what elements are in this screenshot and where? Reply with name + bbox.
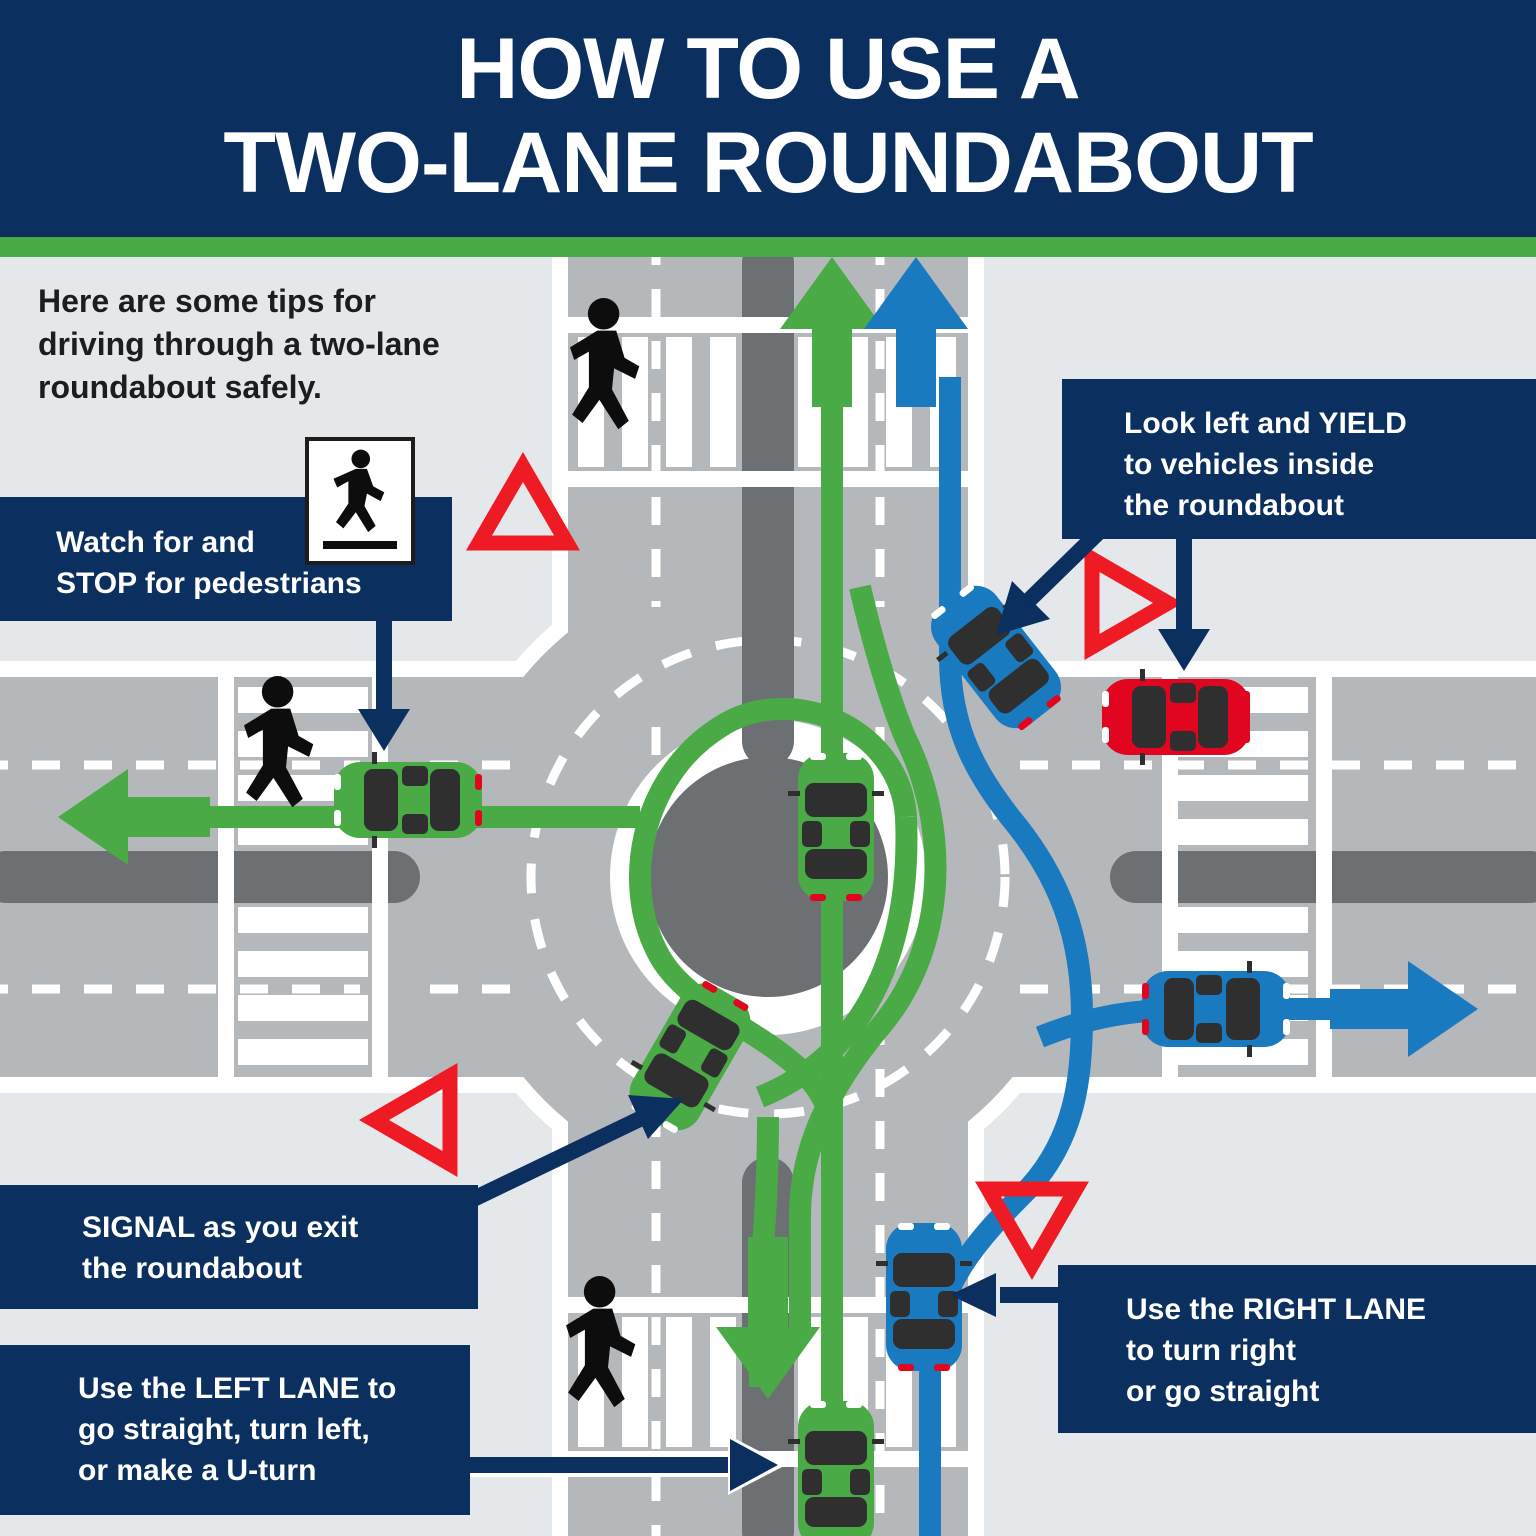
car-green-west-exit xyxy=(334,752,482,848)
green-arrowheads xyxy=(58,257,884,1399)
callout-look-left-yield: Look left and YIELD to vehicles inside t… xyxy=(1062,379,1536,539)
green-arrow-south xyxy=(716,1237,820,1399)
car-green-south-approach xyxy=(788,1401,884,1536)
green-arrow-north xyxy=(780,257,884,407)
callout-watch-pedestrians-label: Watch for and STOP for pedestrians xyxy=(56,526,362,600)
page-title: HOW TO USE A TWO-LANE ROUNDABOUT xyxy=(0,22,1536,210)
callout-arrow-yield-diagonal xyxy=(1014,521,1110,615)
splitter-island-west xyxy=(0,851,420,903)
yield-triangle-left xyxy=(359,1062,458,1178)
car-green-north-approach xyxy=(788,753,884,901)
callout-right-lane-label: Use the RIGHT LANE to turn right or go s… xyxy=(1126,1293,1427,1408)
splitter-island-north xyxy=(742,257,794,767)
callout-left-lane-label: Use the LEFT LANE to go straight, turn l… xyxy=(78,1372,397,1487)
callout-arrow-left-lane xyxy=(432,1435,786,1495)
car-blue-south-approach xyxy=(876,1223,972,1371)
header-banner: HOW TO USE A TWO-LANE ROUNDABOUT xyxy=(0,0,1536,237)
yield-triangle-down xyxy=(974,1181,1090,1280)
blue-arrow-east xyxy=(1330,961,1478,1057)
roundabout-diagram xyxy=(0,257,1536,1536)
car-blue-east-exit xyxy=(1142,961,1290,1057)
yield-triangle-up xyxy=(465,452,581,551)
pedestrian-north-crosswalk xyxy=(570,298,640,430)
page-title-line1: HOW TO USE A xyxy=(456,21,1080,117)
blue-arrowheads xyxy=(864,257,1478,1057)
callout-arrow-yield-vertical xyxy=(1158,529,1210,671)
accent-bar xyxy=(0,237,1536,257)
green-arrow-west xyxy=(58,769,210,865)
pedestrian-crossing-sign xyxy=(305,437,415,565)
callout-left-lane: Use the LEFT LANE to go straight, turn l… xyxy=(0,1345,470,1515)
callout-look-left-yield-label: Look left and YIELD to vehicles inside t… xyxy=(1124,407,1407,522)
blue-arrow-north xyxy=(864,257,968,407)
callout-arrow-pedestrians xyxy=(358,621,410,751)
intro-text: Here are some tips for driving through a… xyxy=(38,283,440,405)
yield-triangle-right xyxy=(1084,545,1183,661)
callout-signal-exit-label: SIGNAL as you exit the roundabout xyxy=(82,1211,359,1285)
pedestrian-south-crosswalk xyxy=(566,1276,636,1408)
callout-signal-exit: SIGNAL as you exit the roundabout xyxy=(0,1185,478,1309)
callout-arrow-yield-head xyxy=(996,581,1050,635)
pedestrian-west-crosswalk xyxy=(244,676,314,808)
callout-right-lane: Use the RIGHT LANE to turn right or go s… xyxy=(1058,1265,1536,1433)
page-title-line2: TWO-LANE ROUNDABOUT xyxy=(223,115,1313,211)
green-path-circulate xyxy=(755,816,918,1108)
car-red-east-approach xyxy=(1102,669,1250,765)
